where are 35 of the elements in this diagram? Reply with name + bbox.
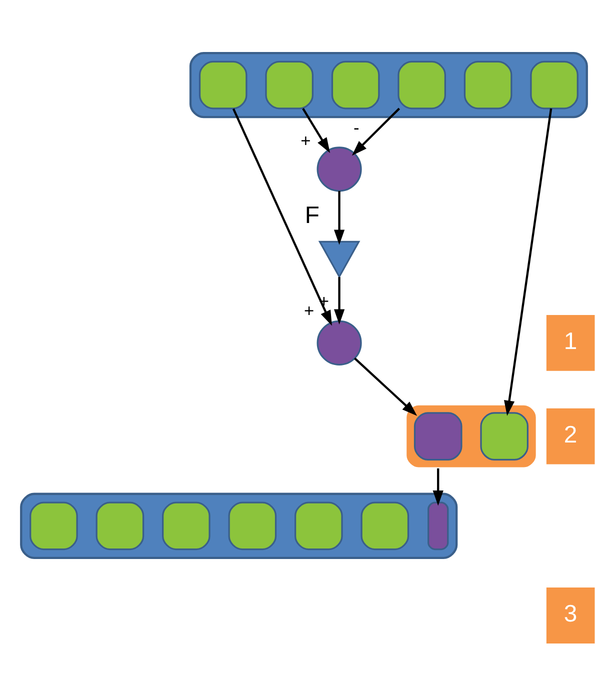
arrow [504,108,552,416]
node-box [30,501,78,550]
node-box [198,60,248,109]
node-triangle [318,240,360,278]
node-label: F [304,202,320,229]
node-box [228,501,277,550]
arrow [432,468,444,506]
arrow [334,276,345,324]
node-box [414,412,462,460]
node-box [331,60,380,109]
node-box [265,60,314,109]
node-box [96,501,144,550]
node-box [294,501,343,550]
node-box [530,60,578,109]
node-box [360,501,410,550]
node-bar [428,501,449,550]
node-box: 1 [546,314,595,370]
node-box [162,501,210,550]
arrow [334,190,345,244]
arrow [354,357,418,416]
cluster [20,492,458,559]
node-box [398,60,446,109]
edge-label: + [300,130,311,150]
node-circle [316,146,362,192]
cluster [189,51,588,118]
node-box [480,412,528,460]
node-box: 3 [546,587,595,643]
edge-label: - [354,117,360,138]
arrow [302,107,330,152]
node-box: 2 [546,408,595,464]
edge-label: + [304,300,314,320]
cluster [404,402,538,469]
arrow [232,108,332,326]
node-circle [316,320,362,365]
node-box [464,60,512,109]
